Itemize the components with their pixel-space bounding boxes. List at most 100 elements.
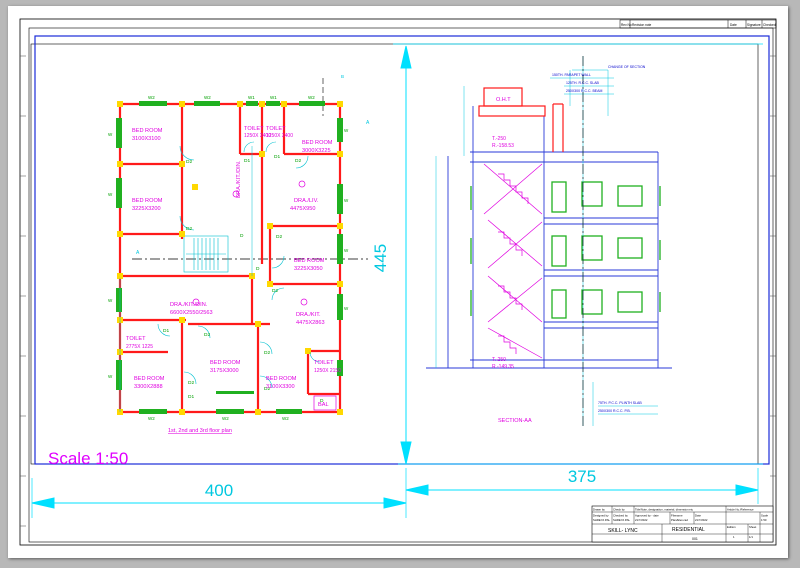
room-bedroom-7-size: 3100X3300: [266, 384, 295, 390]
tb-filename-value: Plan/Elev.cad: [671, 518, 688, 522]
window-w2-4: W2: [148, 416, 155, 421]
rev-date-label: Date: [730, 23, 737, 27]
section-note-slab: 125TH. R.C.C. SLAB: [566, 81, 600, 85]
drawing-sheet: Rev No Revision note Date Signature Chec…: [8, 6, 788, 558]
door-d2-7: D2: [264, 350, 270, 356]
window-w1-1: W1: [248, 95, 255, 100]
room-bedroom-5-name: BED ROOM: [210, 360, 241, 366]
door-d2-4: D2: [276, 234, 282, 240]
window-w2-2: W2: [204, 95, 211, 100]
room-dra-kit-din-2-size: 6600X2550/2563: [170, 310, 213, 316]
section-note-plinth: 75TH. P.C.C. PLINTH SLAB: [598, 401, 642, 405]
section-mark-a-right: A: [366, 120, 370, 126]
tb-edition-value: 1: [733, 535, 735, 539]
room-toilet-2-name: TOILET: [266, 126, 286, 132]
window-w-8: W: [344, 306, 349, 311]
room-bedroom-5-size: 3175X3000: [210, 368, 239, 374]
door-d1-1: D1: [244, 158, 250, 164]
tb-company: SKILL- LYNC: [608, 528, 638, 534]
window-w2-1: W2: [148, 95, 155, 100]
rev-check-label: Checked: [763, 23, 776, 27]
tb-approved-value: 21/7/2022: [635, 518, 648, 522]
tb-filename-label: Filename: [671, 514, 683, 518]
sheet-frame: [19, 18, 777, 546]
room-bedroom-2-name: BED ROOM: [302, 140, 333, 146]
tb-checked-by-label: Checked by: [613, 514, 628, 518]
dimension-right-value: 375: [568, 467, 596, 486]
window-w-7: W: [344, 248, 349, 253]
window-w2-6: W2: [282, 416, 289, 421]
window-w-1: W: [108, 132, 113, 137]
dimension-vertical-value: 445: [371, 244, 390, 272]
rev-sign-label: Signature: [747, 23, 761, 27]
tb-date-label: Date: [695, 514, 701, 518]
room-bal: BAL: [318, 402, 329, 408]
door-d2-2: D2: [186, 226, 192, 232]
floor-plan: B A A: [108, 74, 370, 434]
door-d1-3: D1: [163, 328, 169, 334]
rev-note-label: Revision note: [632, 23, 652, 27]
room-dra-liv-name: DRA./LIV.: [294, 198, 319, 204]
door-d1-4: D1: [188, 394, 194, 400]
dimension-left-value: 400: [205, 481, 233, 500]
room-dra-kit-din-1: DRA./KIT./DIN.: [236, 160, 242, 198]
door-d-1: D: [240, 233, 244, 239]
room-bedroom-6-name: BED ROOM: [134, 376, 165, 382]
room-toilet-3-name: TOILET: [126, 336, 146, 342]
tb-date-value: 21/7/2022: [695, 518, 708, 522]
tb-check-by: Check by: [613, 508, 625, 512]
room-dra-kit-din-2-name: DRA./KIT./DIN.: [170, 302, 208, 308]
room-bedroom-3-name: BED ROOM: [132, 198, 163, 204]
room-bedroom-2-size: 3000X3225: [302, 148, 331, 154]
window-w2-3: W2: [308, 95, 315, 100]
section-view: O.H.T T.-250 R.-158.53 T.-250 R.-149.35 …: [426, 56, 672, 426]
door-d2-8: D2: [188, 380, 194, 386]
tb-sheet-label: Sheet: [749, 525, 757, 529]
section-top-level: T.-250: [492, 136, 506, 142]
rev-no-label: Rev No: [621, 23, 632, 27]
dimension-lines: [31, 43, 763, 518]
room-dra-kit-name: DRA./KIT.: [296, 312, 321, 318]
section-mark-a-left: A: [136, 250, 140, 256]
room-bedroom-4-name: BED ROOM: [294, 258, 325, 264]
room-bedroom-1-name: BED ROOM: [132, 128, 163, 134]
section-note-beam: 250X300 R.C.C. BEAM: [566, 89, 602, 93]
tb-scale-value: 1:50: [761, 518, 767, 522]
door-d-2: D: [320, 398, 324, 404]
drawing-canvas: Rev No Revision note Date Signature Chec…: [19, 18, 777, 546]
window-w-2: W: [108, 192, 113, 197]
room-dra-liv-size: 4475X950: [290, 206, 316, 212]
window-w2-5: W2: [222, 416, 229, 421]
tb-edition-label: Edition: [727, 525, 736, 529]
plan-caption: 1st, 2nd and 3rd floor plan: [168, 428, 232, 434]
tb-designed-by-label: Designed by: [593, 514, 609, 518]
door-d2-3: D2: [295, 158, 301, 164]
section-bottom-rl: R.-149.35: [492, 364, 514, 370]
blue-boundary: [34, 35, 770, 465]
section-oht-label: O.H.T: [496, 97, 511, 103]
room-dra-kit-size: 4475X2863: [296, 320, 325, 326]
section-top-rl: R.-158.53: [492, 143, 514, 149]
door-d1-2: D1: [274, 154, 280, 160]
room-toilet-4-size: 1250X 2150: [314, 368, 341, 374]
door-d2-5: D2: [272, 288, 278, 294]
room-bedroom-7-name: BED ROOM: [266, 376, 297, 382]
room-toilet-2-size: 1250X 2400: [266, 133, 293, 139]
scale-label: Scale 1:50: [48, 449, 128, 468]
tb-sheet-no: 001: [692, 537, 698, 541]
room-toilet-1-name: TOILET: [244, 126, 264, 132]
door-d2-9: D2: [264, 386, 270, 392]
tb-checked-by-value: SHREYA PAL: [613, 518, 630, 522]
room-bedroom-1-size: 3100X3100: [132, 136, 161, 142]
window-w-4: W: [108, 374, 113, 379]
tb-designed-by-value: SHREYA PAL: [593, 518, 610, 522]
tb-drawn-by: Drawn by: [593, 508, 605, 512]
door-d2-1: D2: [186, 159, 192, 165]
window-w1-2: W1: [270, 95, 277, 100]
tb-approved-label: Approved by - date: [635, 514, 659, 518]
room-toilet-4-name: TOILET: [314, 360, 334, 366]
section-bottom-level: T.-250: [492, 357, 506, 363]
door-d2-6: D2: [204, 332, 210, 338]
section-note-parapet: 150TH. PARAPET WALL: [552, 73, 591, 77]
tb-sheet-value: 1/1: [749, 535, 753, 539]
